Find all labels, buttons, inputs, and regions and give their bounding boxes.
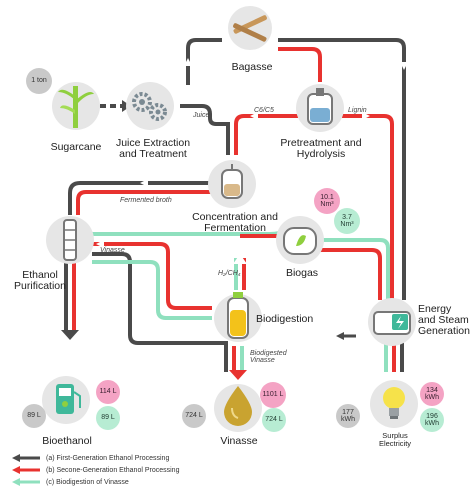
node-label-bagasse: Bagasse bbox=[231, 61, 273, 73]
flow-biodigested-vinasse bbox=[229, 346, 247, 380]
badge-electricity-first-gen: 177 kWh bbox=[336, 404, 360, 428]
gears-icon bbox=[126, 82, 174, 130]
badge-ethanol-vinasse: 89 L bbox=[96, 406, 120, 430]
fuel-pump-icon bbox=[42, 376, 90, 424]
badge-vinasse-first-gen: 724 L bbox=[182, 404, 206, 428]
node-label-biodigestion: Biodigestion bbox=[256, 313, 314, 325]
node-label-concentration: Concentration and Fermentation bbox=[192, 211, 278, 235]
flow-label-c6c5: C6/C5 bbox=[254, 107, 274, 114]
flow-lignin-to-energy bbox=[342, 112, 394, 300]
legend: (a) First-Generation Ethanol Processing … bbox=[12, 452, 179, 488]
biodigester-icon bbox=[214, 292, 262, 342]
fermentation-tank-icon bbox=[208, 160, 256, 208]
badge-electricity-vinasse: 196 kWh bbox=[420, 408, 444, 432]
node-label-sugarcane: Sugarcane bbox=[50, 141, 102, 153]
badge-vinasse-second-gen: 1101 L bbox=[260, 382, 286, 408]
flow-label-h2ch4: H₂/CH₄ bbox=[218, 270, 241, 277]
sugarcane-icon bbox=[52, 82, 100, 130]
generator-icon bbox=[368, 298, 416, 346]
flow-purification-to-bioethanol bbox=[61, 262, 79, 340]
flow-label-biodigested-vinasse: Biodigested Vinasse bbox=[250, 350, 287, 365]
flow-juice-to-concentration bbox=[180, 104, 230, 155]
node-label-energy: Energy and Steam Generation bbox=[418, 303, 470, 338]
flow-bagasse-to-energy bbox=[278, 38, 408, 300]
legend-item-second-gen: (b) Secone-Generation Ethanol Processing bbox=[12, 464, 179, 476]
flow-energy-to-electricity bbox=[384, 342, 404, 372]
legend-swatch-mint bbox=[12, 478, 40, 486]
flow-fermented-broth bbox=[68, 179, 212, 215]
flow-energy-back bbox=[336, 332, 356, 340]
legend-item-first-gen: (a) First-Generation Ethanol Processing bbox=[12, 452, 179, 464]
badge-ethanol-first-gen: 89 L bbox=[22, 404, 46, 428]
legend-swatch-dark bbox=[12, 454, 40, 462]
biogas-tank-icon bbox=[276, 216, 324, 264]
distillation-column-icon bbox=[46, 216, 94, 264]
flow-h2ch4-to-biogas bbox=[233, 254, 247, 290]
node-label-ethanol-purification: Ethanol Purification bbox=[14, 269, 66, 293]
flow-label-vinasse: Vinasse bbox=[100, 247, 125, 254]
badge-ethanol-second-gen: 114 L bbox=[96, 380, 120, 404]
legend-label-vinasse: (c) Biodigestion of Vinasse bbox=[46, 478, 129, 486]
node-label-juice-extraction: Juice Extraction and Treatment bbox=[115, 137, 191, 161]
legend-label-first-gen: (a) First-Generation Ethanol Processing bbox=[46, 454, 170, 462]
flow-bagasse-to-pretreatment bbox=[278, 47, 322, 82]
vinasse-drop-icon bbox=[214, 384, 262, 432]
node-label-surplus-electricity: Surplus Electricity bbox=[378, 431, 412, 448]
badge-biogas-vinasse: 3.7 Nm³ bbox=[334, 208, 360, 234]
flow-label-fermented-broth: Fermented broth bbox=[120, 197, 172, 204]
legend-swatch-red bbox=[12, 466, 40, 474]
light-bulb-icon bbox=[370, 380, 418, 428]
badge-vinasse-biodigestion: 724 L bbox=[262, 408, 286, 432]
node-label-vinasse: Vinasse bbox=[220, 435, 258, 447]
badge-input-ton: 1 ton bbox=[26, 68, 52, 94]
node-label-pretreatment: Pretreatment and Hydrolysis bbox=[280, 137, 362, 161]
node-label-biogas: Biogas bbox=[285, 267, 319, 279]
badge-electricity-second-gen: 134 kWh bbox=[420, 382, 444, 406]
flow-label-lignin: Lignin bbox=[348, 107, 367, 114]
flow-juice-to-bagasse bbox=[184, 38, 222, 85]
legend-label-second-gen: (b) Secone-Generation Ethanol Processing bbox=[46, 466, 180, 474]
reactor-icon bbox=[296, 84, 344, 132]
legend-item-vinasse: (c) Biodigestion of Vinasse bbox=[12, 476, 179, 488]
node-label-bioethanol: Bioethanol bbox=[42, 435, 92, 447]
flow-label-juice: Juice bbox=[193, 112, 210, 119]
flow-c6c5-to-concentration bbox=[234, 112, 298, 155]
bagasse-icon bbox=[228, 6, 272, 50]
badge-biogas-second-gen: 10.1 Nm³ bbox=[314, 188, 340, 214]
